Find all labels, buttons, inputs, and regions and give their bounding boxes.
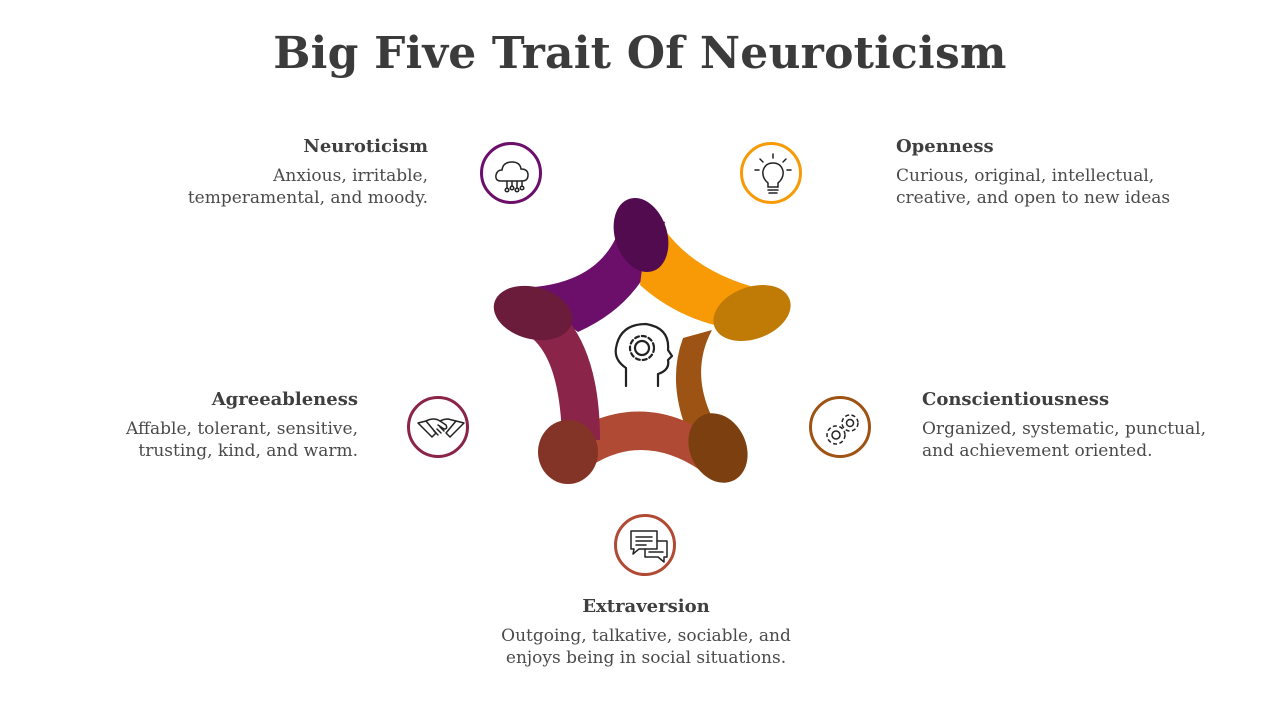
trait-conscientiousness: Conscientiousness Organized, systematic,…: [922, 389, 1206, 462]
trait-description: Affable, tolerant, sensitive, trusting, …: [126, 418, 358, 462]
cloud-network-icon-circle: [480, 142, 542, 204]
trait-description-line: Curious, original, intellectual,: [896, 166, 1155, 186]
trait-openness: Openness Curious, original, intellectual…: [896, 136, 1170, 209]
chat-bubbles-icon-circle: [614, 514, 676, 576]
lightbulb-icon: [754, 153, 792, 194]
trait-description-line: Organized, systematic, punctual,: [922, 419, 1207, 439]
trait-description: Outgoing, talkative, sociable, and enjoy…: [440, 625, 852, 669]
trait-name: Neuroticism: [303, 136, 428, 157]
chat-bubbles-icon: [630, 530, 668, 563]
cap-top: [613, 197, 669, 273]
trait-name: Conscientiousness: [922, 389, 1110, 410]
lightbulb-icon-circle: [740, 142, 802, 204]
page-title: Big Five Trait Of Neuroticism: [273, 28, 1007, 79]
handshake-icon: [417, 418, 465, 438]
trait-description: Curious, original, intellectual, creativ…: [896, 165, 1170, 209]
handshake-icon-circle: [407, 396, 469, 458]
head-gear-icon: [614, 322, 674, 388]
trait-description-line: Outgoing, talkative, sociable, and: [501, 626, 791, 646]
trait-description-line: trusting, kind, and warm.: [138, 441, 358, 461]
cap-bottom-right: [688, 413, 748, 483]
trait-name: Extraversion: [582, 596, 710, 617]
trait-description-line: Affable, tolerant, sensitive,: [125, 419, 358, 439]
trait-name: Agreeableness: [211, 389, 358, 410]
trait-name: Openness: [896, 136, 994, 157]
trait-neuroticism: Neuroticism Anxious, irritable, temperam…: [188, 136, 428, 209]
trait-description: Organized, systematic, punctual, and ach…: [922, 418, 1206, 462]
cloud-network-icon: [495, 161, 529, 193]
trait-description-line: enjoys being in social situations.: [505, 648, 787, 668]
gears-icon-circle: [809, 396, 871, 458]
trait-agreeableness: Agreeableness Affable, tolerant, sensiti…: [126, 389, 358, 462]
cap-bottom-left: [538, 420, 598, 484]
trait-description: Anxious, irritable, temperamental, and m…: [188, 165, 428, 209]
trait-description-line: Anxious, irritable,: [273, 166, 428, 186]
trait-extraversion: Extraversion Outgoing, talkative, sociab…: [440, 596, 852, 669]
gears-icon: [826, 414, 859, 445]
trait-description-line: temperamental, and moody.: [187, 188, 428, 208]
segment-agreeableness: [518, 320, 600, 440]
cap-left: [493, 285, 573, 341]
trait-description-line: creative, and open to new ideas: [896, 188, 1171, 208]
trait-description-line: and achievement oriented.: [922, 441, 1153, 461]
cap-right: [713, 284, 791, 342]
